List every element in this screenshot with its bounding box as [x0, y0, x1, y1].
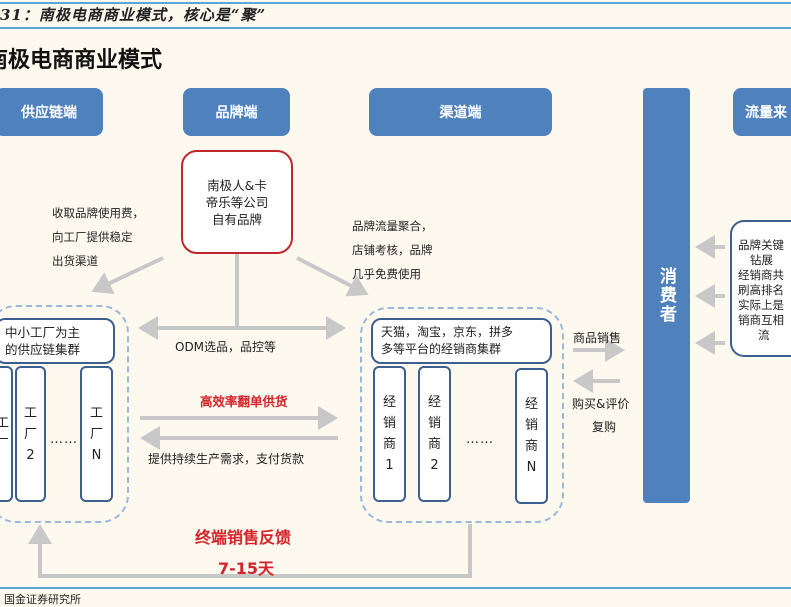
dealer-column-n: 经 销 商 N [515, 368, 548, 504]
brand-box-line: 南极人&卡 [207, 177, 267, 193]
supply-cluster-container [0, 305, 129, 523]
factory-ellipsis: …… [50, 432, 78, 447]
column-char: 商 [382, 437, 396, 452]
column-char: N [526, 460, 537, 475]
supply-cluster-title: 中小工厂为主 的供应链集群 [0, 318, 115, 364]
diagram-title: 南极电商商业模式 [0, 48, 163, 73]
column-char: 销 [382, 416, 396, 431]
dealer-ellipsis: …… [466, 432, 494, 447]
traffic-line: 流 [758, 328, 770, 342]
traffic-line: 销商互相 [738, 313, 784, 327]
sales-label: 商品销售 [573, 331, 622, 345]
brand-box-line: 帝乐等公司 [205, 194, 269, 210]
note-line: 收取品牌使用费， [52, 206, 144, 220]
header-brand: 品牌端 [183, 88, 290, 136]
dealer-column-1: 经 销 商 1 [373, 366, 406, 502]
footer-rule [0, 587, 791, 589]
feedback-label: 终端销售反馈 [195, 528, 292, 547]
column-char: 销 [427, 416, 441, 431]
demand-flow-label: 提供持续生产需求，支付货款 [148, 452, 305, 466]
traffic-line: 钻展 [750, 253, 773, 267]
note-line: 几乎免费使用 [352, 267, 421, 281]
brand-to-channel-note: 品牌流量聚合， 店铺考核，品牌 几乎免费使用 [352, 214, 433, 286]
dealer-column-2: 经 销 商 2 [418, 366, 451, 502]
factory-column-n: 工 厂 N [80, 366, 113, 502]
note-line: 店铺考核，品牌 [352, 243, 433, 257]
column-char: 2 [26, 447, 35, 463]
column-char: 经 [382, 395, 396, 410]
column-char: 经 [524, 397, 538, 412]
column-char: 工 [23, 405, 37, 421]
arrow-brand-to-channel [296, 256, 369, 297]
top-rule [0, 2, 791, 4]
column-char: 工 [89, 405, 103, 421]
column-char: 厂 [0, 437, 9, 452]
note-line: 向工厂提供稳定 [52, 230, 133, 244]
traffic-line: 实际上是 [738, 298, 784, 312]
note-line: 品牌流量聚合， [352, 219, 433, 233]
cluster-title-line: 天猫，淘宝，京东，拼多 [381, 325, 514, 339]
column-char: N [91, 447, 102, 463]
repurchase-label: 复购 [592, 420, 617, 434]
cluster-title-line: 中小工厂为主 [5, 325, 81, 340]
header-traffic: 流量来 [733, 88, 791, 136]
cluster-title-line: 的供应链集群 [5, 342, 81, 357]
caption-rule [0, 27, 791, 29]
brand-box-line: 自有品牌 [211, 211, 262, 227]
source-note: 国金证券研究所 [4, 593, 81, 606]
supply-flow-label: 高效率翻单供货 [200, 394, 288, 409]
column-char: 1 [385, 458, 394, 473]
column-char: 销 [524, 418, 538, 433]
column-char: 经 [427, 395, 441, 410]
column-char: 商 [427, 437, 441, 452]
traffic-source-box: 品牌关键 钻展 经销商共 刷高排名 实际上是 销商互相 流 [730, 220, 791, 357]
header-channel: 渠道端 [369, 88, 552, 136]
arrow-brand-to-supply [91, 256, 164, 295]
arrow-feedback-loop [28, 524, 472, 578]
purchase-label: 购买&评价 [572, 397, 630, 411]
feedback-days: 7-15天 [218, 559, 275, 578]
channel-cluster-title: 天猫，淘宝，京东，拼多 多等平台的经销商集群 [371, 318, 552, 364]
column-char: 2 [430, 458, 439, 473]
header-supply-chain: 供应链端 [0, 88, 103, 136]
channel-cluster-container [360, 307, 564, 523]
column-char: 厂 [23, 426, 37, 442]
brand-to-supply-note: 收取品牌使用费， 向工厂提供稳定 出货渠道 [52, 201, 144, 273]
factory-column-1: 工 厂 [0, 366, 13, 502]
traffic-line: 刷高排名 [738, 283, 784, 297]
factory-column-2: 工 厂 2 [15, 366, 46, 502]
figure-caption: 31：南极电商商业模式，核心是“聚” [0, 6, 267, 24]
note-line: 出货渠道 [52, 254, 98, 268]
column-char: 工 [0, 416, 9, 431]
brand-box: 南极人&卡 帝乐等公司 自有品牌 [181, 150, 293, 254]
column-char: 厂 [89, 426, 103, 442]
consumer-bar: 消费者 [643, 88, 690, 503]
odm-note: ODM选品，品控等 [175, 340, 277, 354]
traffic-line: 品牌关键 [738, 238, 784, 252]
column-char: 商 [524, 439, 538, 454]
cluster-title-line: 多等平台的经销商集群 [381, 342, 502, 356]
traffic-line: 经销商共 [738, 268, 784, 282]
